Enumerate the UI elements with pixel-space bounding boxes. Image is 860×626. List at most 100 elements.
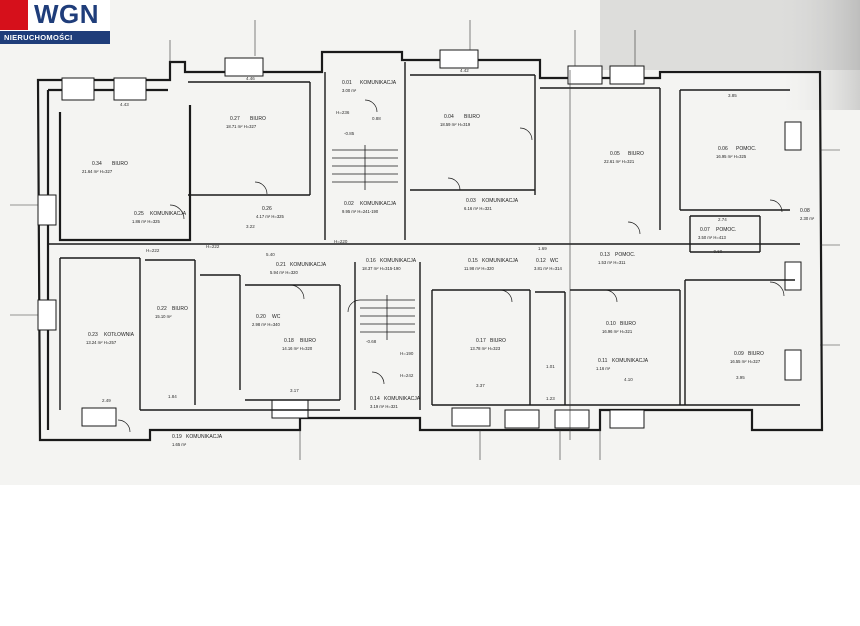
room-name: KOMUNIKACJA — [482, 198, 519, 204]
company-logo: WGN NIERUCHOMOŚCI — [0, 0, 110, 44]
logo-tagline: NIERUCHOMOŚCI — [0, 31, 110, 44]
room-id: 0.21 — [276, 262, 286, 268]
level-marks: H=236 H=222 H=222 H=220 H=242 H=190 -0.6… — [146, 110, 723, 378]
room-area: 6.16 m² H=321 — [464, 206, 492, 211]
room-name: BIURO — [748, 351, 764, 357]
dimension-label: 2.74 — [718, 217, 727, 222]
room-id: 0.17 — [476, 338, 486, 344]
room-area: 16.55 m² H=327 — [730, 359, 761, 364]
room-name: BIURO — [112, 161, 128, 167]
room-id: 0.26 — [262, 206, 272, 212]
room-name: KOMUNIKACJA — [612, 358, 649, 364]
level-mark: H=222 — [146, 248, 160, 253]
room-id: 0.05 — [610, 151, 620, 157]
dimension-labels: 4.43 4.46 4.42 3.85 3.22 1.69 2.74 5.40 … — [102, 68, 745, 403]
room-name: KOMUNIKACJA — [360, 80, 397, 86]
room-area: 16.96 m² H=321 — [602, 329, 633, 334]
room-id: 0.16 — [366, 258, 376, 264]
room-area: 4.17 m² H=325 — [256, 214, 284, 219]
room-name: WC — [272, 314, 281, 320]
room-area: 1.16 m² — [596, 366, 611, 371]
room-0-15: 0.15 KOMUNIKACJA 11.98 m² H=320 — [464, 258, 519, 271]
door-swings — [117, 99, 785, 433]
dimension-label: 1.23 — [546, 396, 555, 401]
room-name: KOTŁOWNIA — [104, 332, 135, 338]
room-name: POMOC. — [716, 227, 736, 233]
room-name: WC — [550, 258, 559, 264]
dimension-label: 4.46 — [246, 76, 255, 81]
room-area: 11.98 m² H=320 — [464, 266, 495, 271]
level-mark: H=236 — [336, 110, 350, 115]
dimension-label: 5.40 — [266, 252, 275, 257]
room-area: 1.65 m² — [172, 442, 187, 447]
level-mark: H=242 — [400, 373, 414, 378]
room-id: 0.25 — [134, 211, 144, 217]
room-0-12: 0.12 WC 3.81 m² H=314 — [534, 258, 562, 271]
room-id: 0.10 — [606, 321, 616, 327]
dimension-label: 3.22 — [246, 224, 255, 229]
dimension-label: 3.17 — [290, 388, 299, 393]
room-name: KOMUNIKACJA — [482, 258, 519, 264]
dimension-label: 4.42 — [460, 68, 469, 73]
room-name: KOMUNIKACJA — [380, 258, 417, 264]
room-0-07: 0.07 POMOC. 3.50 m² H=413 — [698, 227, 736, 240]
room-id: 0.02 — [344, 201, 354, 207]
staircases — [332, 145, 415, 340]
room-id: 0.12 — [536, 258, 546, 264]
room-id: 0.06 — [718, 146, 728, 152]
room-area: 13.24 m² H=257 — [86, 340, 117, 345]
room-area: 21.64 m² H=327 — [82, 169, 113, 174]
room-id: 0.15 — [468, 258, 478, 264]
room-area: 2.98 m² H=340 — [252, 322, 280, 327]
room-id: 0.03 — [466, 198, 476, 204]
room-area: 13.78 m² H=323 — [470, 346, 501, 351]
level-mark: -0.68 — [366, 339, 377, 344]
room-area: 15.10 m² — [155, 314, 172, 319]
room-id: 0.27 — [230, 116, 240, 122]
room-0-23: 0.23 KOTŁOWNIA 13.24 m² H=257 — [86, 332, 135, 345]
interior-walls — [48, 62, 800, 411]
room-id: 0.23 — [88, 332, 98, 338]
room-name: BIURO — [464, 114, 480, 120]
room-area: 3.81 m² H=314 — [534, 266, 562, 271]
room-name: BIURO — [628, 151, 644, 157]
window-markers — [37, 49, 802, 429]
room-area: 14.16 m² H=320 — [282, 346, 313, 351]
dimension-label: 1.84 — [168, 394, 177, 399]
room-area: 22.61 m² H=321 — [604, 159, 635, 164]
room-area: 18.37 m² H=315-190 — [362, 266, 401, 271]
level-mark: H=222 — [206, 244, 220, 249]
room-id: 0.08 — [800, 208, 810, 214]
room-id: 0.14 — [370, 396, 380, 402]
dimension-label: 2.49 — [102, 398, 111, 403]
dimension-label: 1.69 — [538, 246, 547, 251]
room-name: KOMUNIKACJA — [186, 434, 223, 440]
dimension-label: 0.88 — [372, 116, 381, 121]
room-0-26: 0.26 4.17 m² H=325 — [256, 206, 284, 219]
room-0-08: 0.082.30 m² — [800, 208, 815, 221]
stair-upper — [332, 145, 398, 190]
dimension-label: 1.01 — [546, 364, 555, 369]
level-mark: H=220 — [334, 239, 348, 244]
logo-brand: WGN — [34, 0, 100, 29]
room-id: 0.11 — [598, 358, 608, 364]
room-name: KOMUNIKACJA — [290, 262, 327, 268]
room-id: 0.07 — [700, 227, 710, 233]
room-area: 3.50 m² H=413 — [698, 235, 726, 240]
outer-wall — [36, 50, 824, 442]
